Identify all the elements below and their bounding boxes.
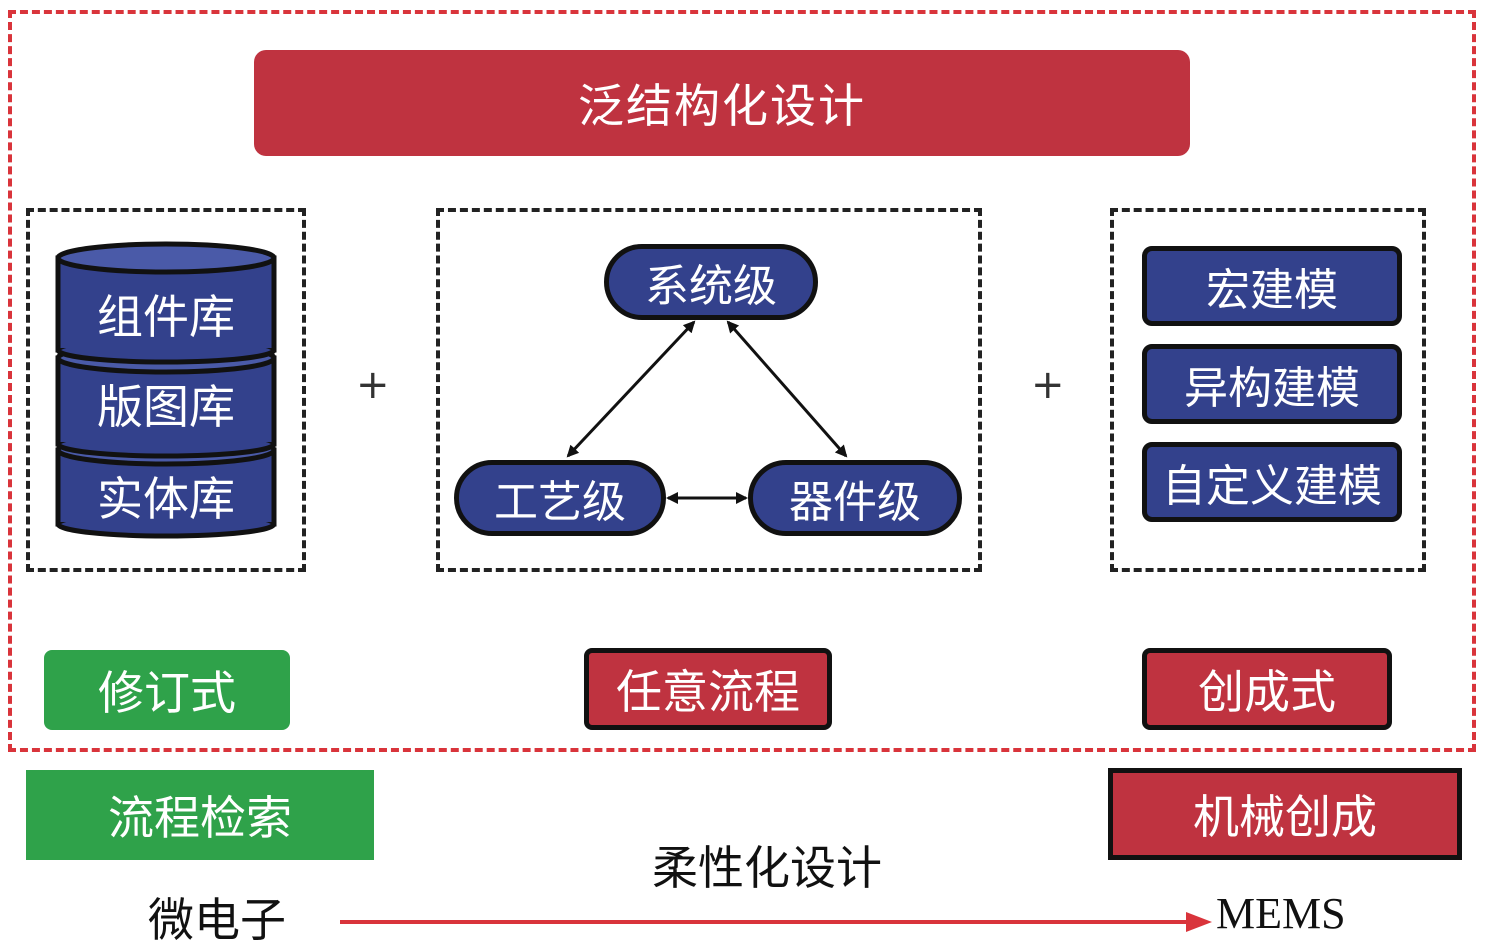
level-process-label: 工艺级 (494, 477, 626, 528)
tag-revise: 修订式 (44, 650, 290, 730)
outer-dashed-frame (8, 10, 1476, 752)
modeling-item-heterogeneous: 异构建模 (1142, 344, 1402, 424)
arrow-system-process (566, 320, 696, 458)
modeling-item-custom-label: 自定义建模 (1162, 461, 1382, 512)
plus-sign-right: + (1031, 362, 1065, 408)
library-group-frame (26, 208, 306, 572)
cylinder-1 (55, 241, 277, 365)
modeling-item-macro: 宏建模 (1142, 246, 1402, 326)
title-text: 泛结构化设计 (578, 79, 866, 133)
library-item-entity: 实体库 (97, 472, 235, 526)
tag-flow-search: 流程检索 (26, 770, 374, 860)
level-system-label: 系统级 (645, 261, 777, 312)
tag-creative: 创成式 (1142, 648, 1392, 730)
tag-any-flow: 任意流程 (584, 648, 832, 730)
modeling-item-heterogeneous-label: 异构建模 (1184, 363, 1360, 414)
arrow-system-device (726, 320, 848, 458)
flexible-design-label: 柔性化设计 (652, 841, 882, 895)
level-system: 系统级 (604, 244, 818, 320)
tag-mech-creative: 机械创成 (1108, 768, 1462, 860)
axis-arrow (340, 912, 1212, 932)
modeling-item-macro-label: 宏建模 (1206, 265, 1338, 316)
flow-group-frame (436, 208, 982, 572)
modeling-group-frame (1110, 208, 1426, 572)
modeling-item-custom: 自定义建模 (1142, 442, 1402, 522)
level-device-label: 器件级 (789, 477, 921, 528)
tag-flow-search-label: 流程检索 (108, 791, 292, 845)
title-banner: 泛结构化设计 (254, 50, 1190, 156)
database-cylinders-icon (55, 241, 277, 539)
tag-creative-label: 创成式 (1198, 665, 1336, 719)
tag-any-flow-label: 任意流程 (616, 665, 800, 719)
library-item-layout: 版图库 (97, 380, 235, 434)
axis-end-label: MEMS (1216, 889, 1346, 938)
library-item-component: 组件库 (97, 290, 235, 344)
tag-revise-label: 修订式 (98, 666, 236, 720)
tag-mech-creative-label: 机械创成 (1193, 790, 1377, 844)
level-process: 工艺级 (454, 460, 666, 536)
level-device: 器件级 (748, 460, 962, 536)
axis-start-label: 微电子 (148, 893, 286, 947)
flow-arrows (566, 320, 848, 504)
plus-sign-left: + (356, 362, 390, 408)
